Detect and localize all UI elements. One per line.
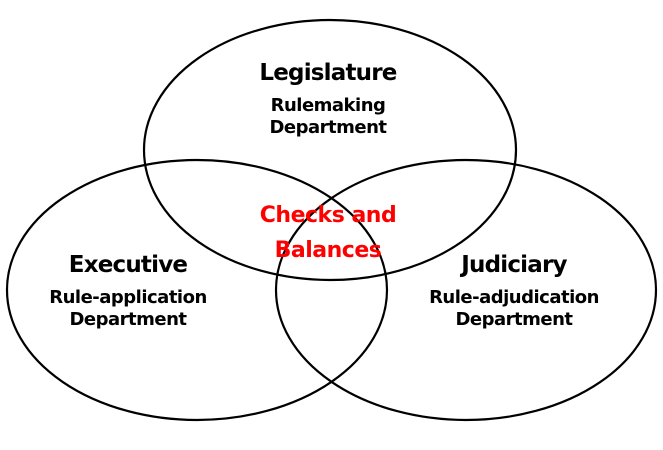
executive-description-line2: Department [69, 309, 187, 330]
executive-label-group: Executive Rule-application Department [49, 250, 207, 331]
judiciary-label-group: Judiciary Rule-adjudication Department [429, 250, 599, 331]
executive-description: Rule-application Department [49, 287, 207, 331]
executive-description-line1: Rule-application [49, 287, 207, 308]
legislature-circle [142, 18, 518, 282]
legislature-title: Legislature [259, 60, 397, 86]
intersection-label: Checks and Balances [259, 198, 397, 268]
legislature-description-line2: Department [269, 117, 387, 138]
legislature-description-line1: Rulemaking [270, 95, 386, 116]
legislature-description: Rulemaking Department [259, 95, 396, 139]
judiciary-description-line1: Rule-adjudication [429, 287, 599, 308]
judiciary-description-line2: Department [455, 309, 573, 330]
executive-circle [5, 158, 389, 422]
judiciary-title: Judiciary [461, 252, 567, 278]
intersection-label-line2: Balances [274, 238, 382, 263]
judiciary-description: Rule-adjudication Department [429, 287, 599, 331]
legislature-label-group: Legislature Rulemaking Department [259, 58, 397, 139]
intersection-label-line1: Checks and [259, 203, 397, 228]
judiciary-circle [274, 158, 658, 422]
executive-title: Executive [68, 252, 188, 278]
